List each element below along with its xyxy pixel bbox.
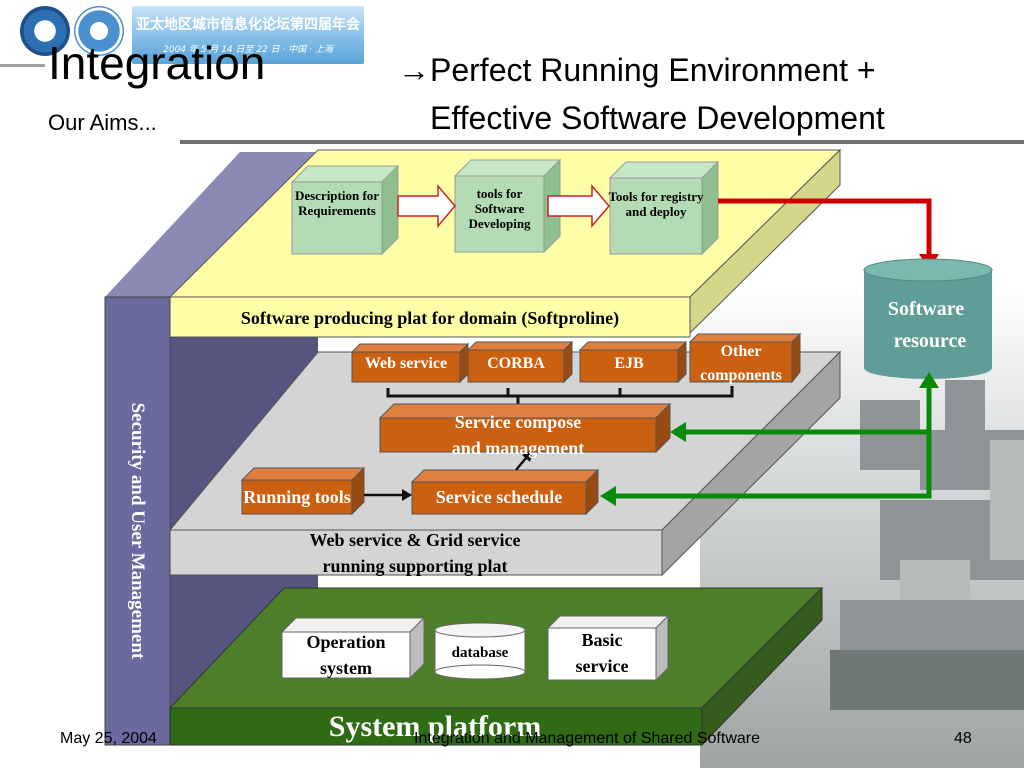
service-compose-label-1: Service compose <box>454 412 582 432</box>
box-basic-service <box>546 614 670 682</box>
corba-label: CORBA <box>487 355 545 372</box>
running-tools-label: Running tools <box>243 487 351 507</box>
basic-service-label-2: service <box>575 656 629 676</box>
conference-banner: 亚太地区城市信息化论坛第四届年会 2004 年 5 月 14 日至 22 日 ·… <box>132 6 364 64</box>
service-compose-label-2: and management <box>451 438 585 458</box>
box-tools-registry-deploy <box>608 160 720 256</box>
green-connector-schedule <box>614 432 932 499</box>
system-platform-label: System platform <box>328 710 542 743</box>
security-sidebar-label: Security and User Management <box>126 402 148 660</box>
database-label: database <box>451 645 509 661</box>
arrow-up-icon <box>515 457 527 471</box>
box-corba <box>466 340 574 384</box>
box-ejb <box>578 340 688 384</box>
box-service-schedule <box>410 468 600 516</box>
footer-center-text: Integration and Management of Shared Sof… <box>414 730 760 747</box>
un-logo-icon <box>74 6 124 56</box>
software-resource-cylinder <box>863 258 993 379</box>
bottom-plat-front <box>169 707 703 746</box>
other-components-label-2: components <box>700 367 782 384</box>
arrow-left-icon <box>600 486 616 506</box>
database-cylinder <box>434 622 526 680</box>
arrow-up-icon <box>919 372 939 388</box>
software-resource-label-1: Software <box>887 298 965 320</box>
mid-plat-front <box>169 529 663 576</box>
header-divider <box>180 140 1024 144</box>
top-plat-label: Software producing plat for domain (Soft… <box>240 308 620 328</box>
box-running-tools <box>240 466 366 516</box>
operation-system-label-1: Operation <box>306 632 386 652</box>
box-service-compose <box>378 402 672 454</box>
headline-line-1: →Perfect Running Environment + <box>398 52 876 88</box>
other-components-label-1: Other <box>720 343 762 360</box>
red-connector <box>718 198 932 258</box>
page-subtitle: Our Aims... <box>48 110 157 135</box>
ejb-label: EJB <box>614 355 644 372</box>
software-resource-label-2: resource <box>893 330 967 352</box>
header-divider-left <box>0 64 45 67</box>
box-tools-software-developing <box>453 158 562 254</box>
box-description-requirements-label: Description for Requirements <box>294 188 380 218</box>
box-other-components <box>688 332 802 384</box>
security-sidebar-depth <box>105 152 318 297</box>
service-schedule-label: Service schedule <box>435 487 563 507</box>
web-service-label: Web service <box>364 355 448 372</box>
security-sidebar-front <box>104 296 171 746</box>
box-tools-registry-deploy-label: Tools for registry and deploy <box>608 189 704 219</box>
page-number: 48 <box>954 730 972 747</box>
components-bracket <box>386 386 734 398</box>
banner-subtitle: 2004 年 5 月 14 日至 22 日 · 中国 · 上海 <box>163 45 333 55</box>
box-operation-system <box>280 616 426 680</box>
arrow-left-icon <box>670 422 686 442</box>
arrow-right-icon <box>397 183 456 229</box>
footer-date: May 25, 2004 <box>60 730 157 747</box>
operation-system-label-2: system <box>320 658 372 678</box>
box-description-requirements <box>290 164 400 256</box>
arrow-right-icon <box>547 183 610 229</box>
banner-title: 亚太地区城市信息化论坛第四届年会 <box>136 17 360 33</box>
page-title: Integration <box>48 37 266 89</box>
mid-plat-label-2: running supporting plat <box>322 556 508 576</box>
headline-line-2: Effective Software Development <box>430 100 885 136</box>
unesco-logo-icon <box>20 6 70 56</box>
basic-service-label-1: Basic <box>581 630 623 650</box>
mid-plat-label-1: Web service & Grid service <box>309 530 521 550</box>
box-tools-software-developing-label: tools for Software Developing <box>468 186 531 231</box>
